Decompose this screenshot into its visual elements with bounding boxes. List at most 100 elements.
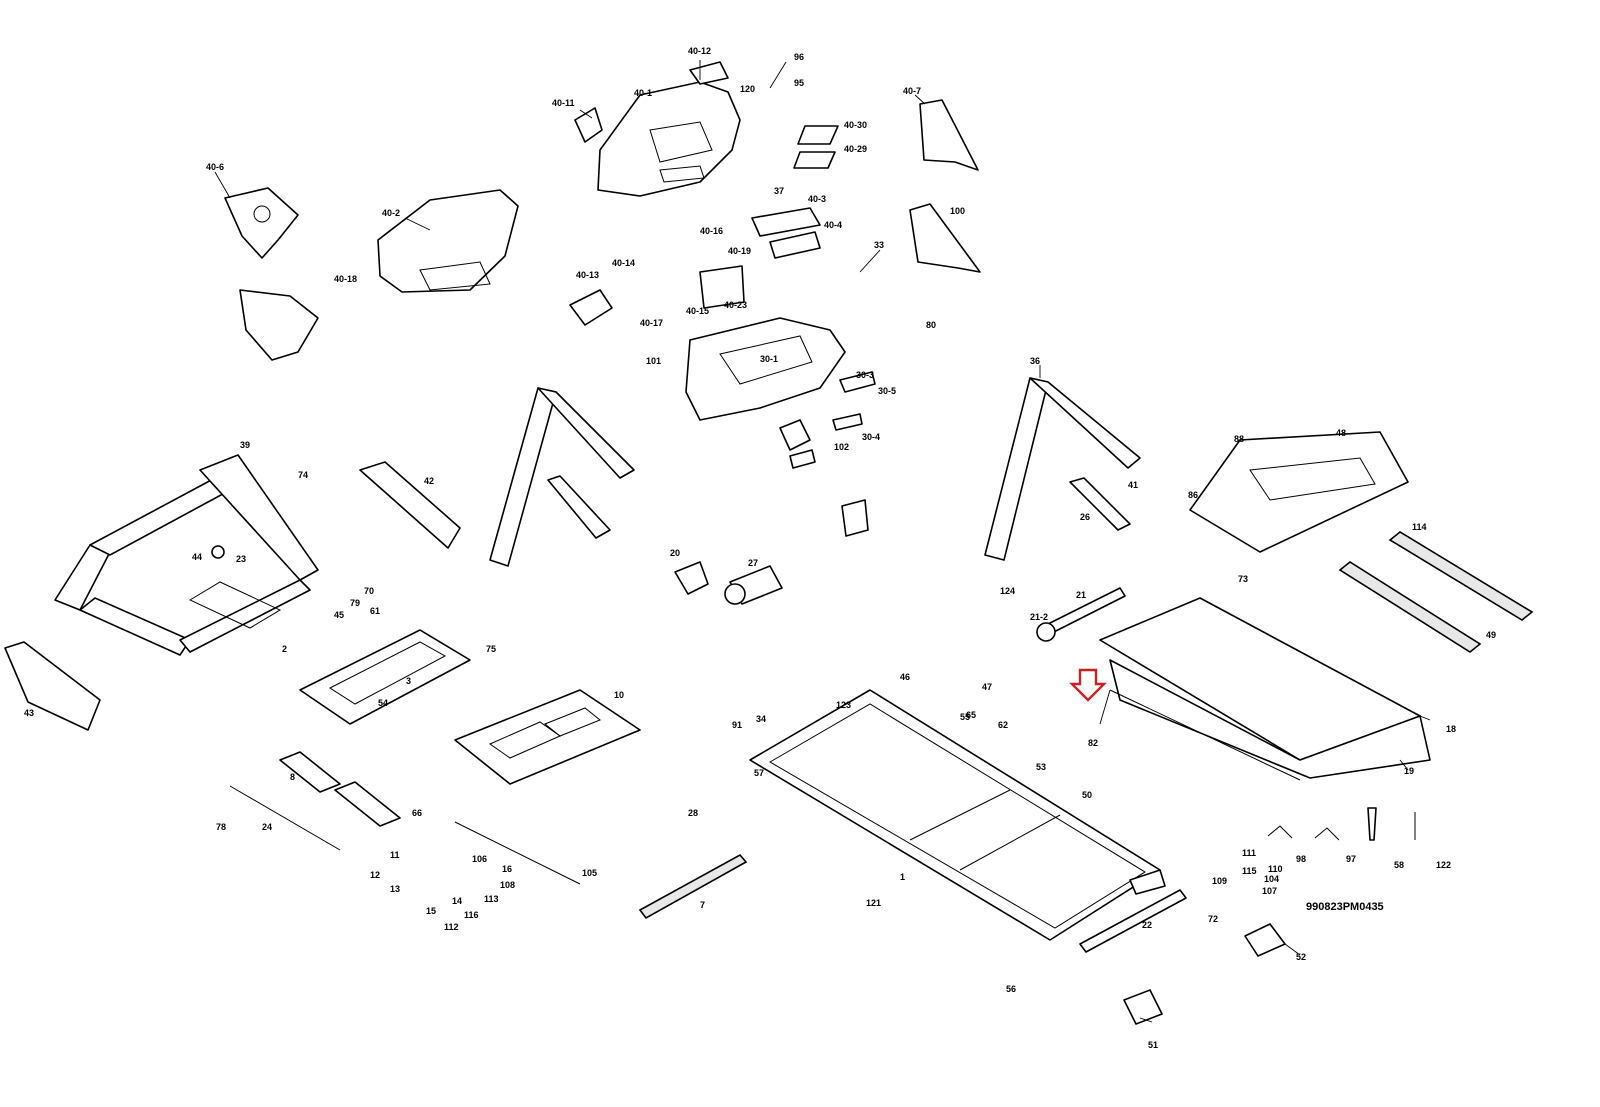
label-13: 13 <box>390 884 400 894</box>
label-26: 26 <box>1080 512 1090 522</box>
label-97: 97 <box>1346 854 1356 864</box>
label-53: 53 <box>1036 762 1046 772</box>
lift-frame <box>54 454 471 725</box>
motor-hood <box>229 689 641 885</box>
label-21: 21 <box>1076 590 1086 600</box>
label-56: 56 <box>1006 984 1016 994</box>
label-21-2: 21-2 <box>1030 612 1048 622</box>
label-121: 121 <box>866 898 881 908</box>
label-40-14: 40-14 <box>612 258 635 268</box>
label-1: 1 <box>900 872 905 882</box>
label-48: 48 <box>1336 428 1346 438</box>
label-80: 80 <box>926 320 936 330</box>
label-110: 110 <box>1268 864 1283 874</box>
label-45: 45 <box>334 610 344 620</box>
left-upright <box>4 387 635 731</box>
drawing-code: 990823PM0435 <box>1306 901 1384 913</box>
label-40-13: 40-13 <box>576 270 599 280</box>
label-105: 105 <box>582 868 597 878</box>
label-120: 120 <box>740 84 755 94</box>
highlight-arrow-icon <box>1069 668 1107 702</box>
base-frame <box>638 689 1286 1025</box>
label-74: 74 <box>298 470 308 480</box>
label-40-2: 40-2 <box>382 208 400 218</box>
label-70: 70 <box>364 586 374 596</box>
console-assembly <box>224 61 981 469</box>
deck-slats <box>1338 531 1534 653</box>
label-50: 50 <box>1082 790 1092 800</box>
label-40-3: 40-3 <box>808 194 826 204</box>
label-18: 18 <box>1446 724 1456 734</box>
label-40-18: 40-18 <box>334 274 357 284</box>
label-113: 113 <box>484 894 499 904</box>
label-104: 104 <box>1264 874 1279 884</box>
label-39: 39 <box>240 440 250 450</box>
label-101: 101 <box>646 356 661 366</box>
label-61: 61 <box>370 606 380 616</box>
label-62: 62 <box>998 720 1008 730</box>
label-40-30: 40-30 <box>844 120 867 130</box>
label-7: 7 <box>700 900 705 910</box>
label-24: 24 <box>262 822 272 832</box>
label-34: 34 <box>756 714 766 724</box>
label-12: 12 <box>370 870 380 880</box>
label-14: 14 <box>452 896 462 906</box>
label-54: 54 <box>378 698 388 708</box>
running-deck <box>1099 597 1431 781</box>
label-66: 66 <box>412 808 422 818</box>
label-33: 33 <box>874 240 884 250</box>
label-40-6: 40-6 <box>206 162 224 172</box>
label-112: 112 <box>444 922 459 932</box>
label-44: 44 <box>192 552 202 562</box>
label-57: 57 <box>754 768 764 778</box>
drive-assembly <box>674 499 1126 642</box>
label-114: 114 <box>1412 522 1427 532</box>
label-42: 42 <box>424 476 434 486</box>
label-75: 75 <box>486 644 496 654</box>
label-107: 107 <box>1262 886 1277 896</box>
leader-lines <box>214 60 1431 1023</box>
label-40-4: 40-4 <box>824 220 842 230</box>
label-82: 82 <box>1088 738 1098 748</box>
label-122: 122 <box>1436 860 1451 870</box>
label-102: 102 <box>834 442 849 452</box>
label-28: 28 <box>688 808 698 818</box>
label-79: 79 <box>350 598 360 608</box>
label-51: 51 <box>1148 1040 1158 1050</box>
label-116: 116 <box>464 910 479 920</box>
label-108: 108 <box>500 880 515 890</box>
label-30-5: 30-5 <box>878 386 896 396</box>
label-52: 52 <box>1296 952 1306 962</box>
label-47: 47 <box>982 682 992 692</box>
label-40-16: 40-16 <box>700 226 723 236</box>
label-88: 88 <box>1234 434 1244 444</box>
label-86: 86 <box>1188 490 1198 500</box>
label-40-29: 40-29 <box>844 144 867 154</box>
label-46: 46 <box>900 672 910 682</box>
label-58: 58 <box>1394 860 1404 870</box>
right-upright <box>984 377 1409 561</box>
label-16: 16 <box>502 864 512 874</box>
label-3: 3 <box>406 676 411 686</box>
label-40-23: 40-23 <box>724 300 747 310</box>
label-43: 43 <box>24 708 34 718</box>
label-106: 106 <box>472 854 487 864</box>
label-115: 115 <box>1242 866 1257 876</box>
label-23: 23 <box>236 554 246 564</box>
label-78: 78 <box>216 822 226 832</box>
label-40-19: 40-19 <box>728 246 751 256</box>
label-95: 95 <box>794 78 804 88</box>
label-109: 109 <box>1212 876 1227 886</box>
label-40-1: 40-1 <box>634 88 652 98</box>
label-30-3: 30-3 <box>856 370 874 380</box>
label-96: 96 <box>794 52 804 62</box>
label-41: 41 <box>1128 480 1138 490</box>
label-10: 10 <box>614 690 624 700</box>
label-30-1: 30-1 <box>760 354 778 364</box>
label-49: 49 <box>1486 630 1496 640</box>
label-98: 98 <box>1296 854 1306 864</box>
label-100: 100 <box>950 206 965 216</box>
label-15: 15 <box>426 906 436 916</box>
label-40-11: 40-11 <box>552 98 575 108</box>
label-72: 72 <box>1208 914 1218 924</box>
